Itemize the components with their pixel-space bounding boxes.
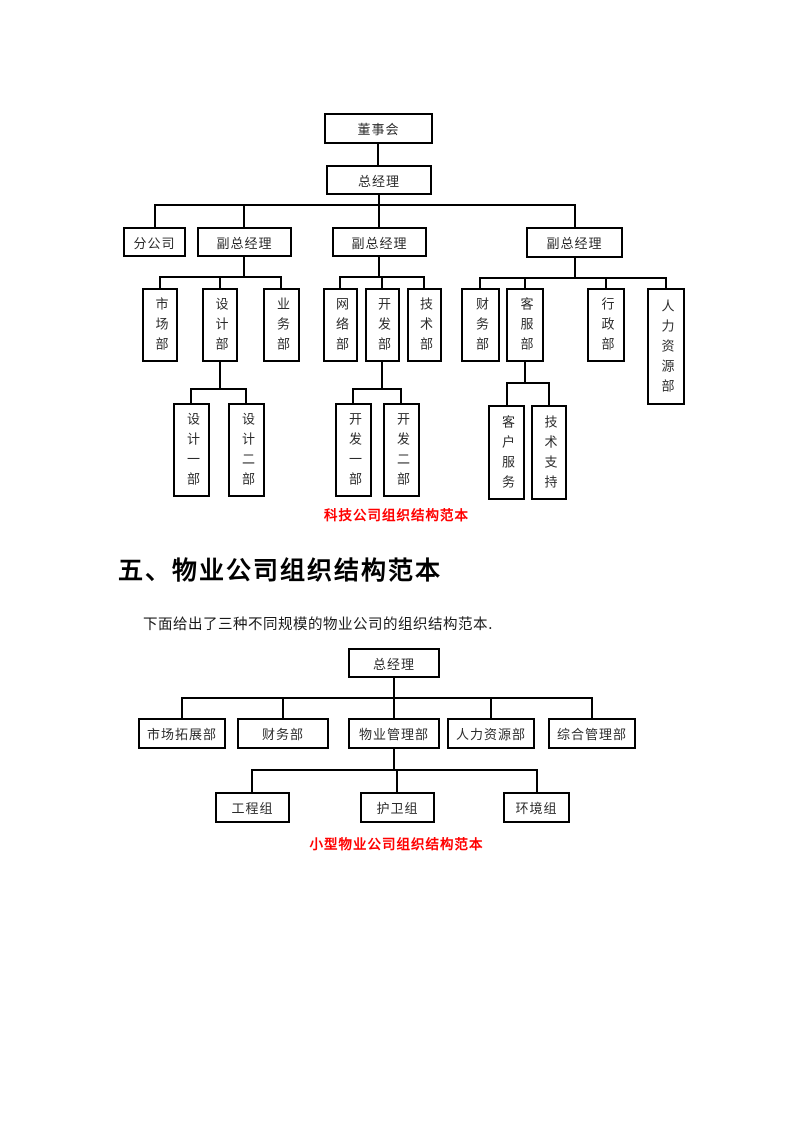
connector <box>181 697 593 699</box>
node-hr-dept2: 人力资源部 <box>447 718 535 749</box>
node-general-manager: 总经理 <box>326 165 432 195</box>
connector <box>154 204 156 227</box>
connector <box>190 388 247 390</box>
node-network-dept: 网络部 <box>323 288 358 362</box>
connector <box>154 204 576 206</box>
connector <box>251 769 253 792</box>
connector <box>393 678 395 699</box>
connector <box>280 276 282 288</box>
node-hr-dept: 人力资源部 <box>647 288 685 405</box>
connector <box>219 276 221 288</box>
connector <box>605 277 607 288</box>
connector <box>251 769 537 771</box>
connector <box>381 276 383 288</box>
node-market-expansion-dept: 市场拓展部 <box>138 718 226 749</box>
connector <box>181 697 183 718</box>
connector <box>381 362 383 390</box>
connector <box>574 258 576 279</box>
node-general-mgmt-dept: 综合管理部 <box>548 718 636 749</box>
connector <box>536 769 538 792</box>
node-market-dept: 市场部 <box>142 288 178 362</box>
connector <box>524 362 526 384</box>
node-vp1: 副总经理 <box>197 227 292 257</box>
connector <box>506 382 550 384</box>
node-tech-dept: 技术部 <box>407 288 442 362</box>
node-vp2: 副总经理 <box>332 227 427 257</box>
node-dev-dept-2: 开发二部 <box>383 403 420 497</box>
node-design-dept-1: 设计一部 <box>173 403 210 497</box>
connector <box>393 749 395 771</box>
node-finance-dept2: 财务部 <box>237 718 329 749</box>
node-property-mgmt-dept: 物业管理部 <box>348 718 440 749</box>
connector <box>352 388 402 390</box>
connector <box>479 277 667 279</box>
connector <box>159 276 161 288</box>
connector <box>245 388 247 403</box>
connector <box>219 362 221 390</box>
node-dev-dept-1: 开发一部 <box>335 403 372 497</box>
node-vp3: 副总经理 <box>526 227 623 258</box>
connector <box>479 277 481 288</box>
connector <box>574 204 576 227</box>
chart2-caption: 小型物业公司组织结构范本 <box>309 837 484 853</box>
connector <box>377 144 379 165</box>
connector <box>378 204 380 227</box>
connector <box>524 277 526 288</box>
node-design-dept: 设计部 <box>202 288 238 362</box>
node-environment-group: 环境组 <box>503 792 570 823</box>
connector <box>378 257 380 278</box>
connector <box>378 195 380 206</box>
node-dev-dept: 开发部 <box>365 288 400 362</box>
node-finance-dept: 财务部 <box>461 288 500 362</box>
connector <box>396 769 398 792</box>
node-admin-dept: 行政部 <box>587 288 625 362</box>
section-heading: 五、物业公司组织结构范本 <box>118 556 443 585</box>
connector <box>423 276 425 288</box>
connector <box>490 697 492 718</box>
connector <box>339 276 341 288</box>
node-branch-company: 分公司 <box>123 227 186 257</box>
node-design-dept-2: 设计二部 <box>228 403 265 497</box>
node-business-dept: 业务部 <box>263 288 300 362</box>
connector <box>591 697 593 718</box>
node-tech-support: 技术支持 <box>531 405 567 500</box>
connector <box>548 382 550 405</box>
node-service-dept: 客服部 <box>506 288 544 362</box>
connector <box>243 204 245 227</box>
node-customer-service: 客户服务 <box>488 405 525 500</box>
connector <box>282 697 284 718</box>
node-gm2: 总经理 <box>348 648 440 678</box>
connector <box>190 388 192 403</box>
connector <box>393 697 395 718</box>
connector <box>352 388 354 403</box>
node-engineering-group: 工程组 <box>215 792 290 823</box>
connector <box>243 257 245 278</box>
connector <box>665 277 667 288</box>
connector <box>400 388 402 403</box>
section-paragraph: 下面给出了三种不同规模的物业公司的组织结构范本. <box>143 617 494 633</box>
node-board: 董事会 <box>324 113 433 144</box>
connector <box>506 382 508 405</box>
chart1-caption: 科技公司组织结构范本 <box>324 508 469 524</box>
node-guard-group: 护卫组 <box>360 792 435 823</box>
